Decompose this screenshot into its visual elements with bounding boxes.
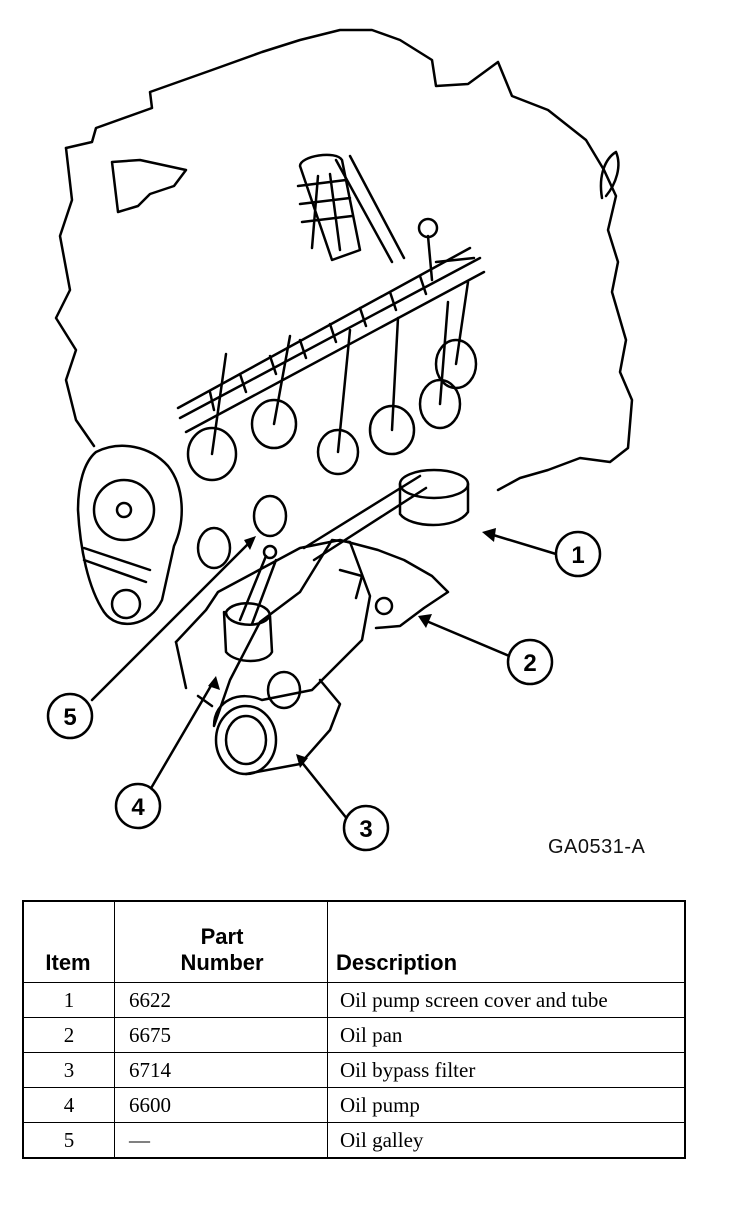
lifter-6 bbox=[434, 338, 478, 390]
cell-item: 3 bbox=[22, 1052, 115, 1088]
table-row: 1 6622 Oil pump screen cover and tube bbox=[22, 982, 686, 1018]
arrowhead-5 bbox=[244, 536, 256, 550]
table-row: 2 6675 Oil pan bbox=[22, 1017, 686, 1053]
cell-description: Oil pump bbox=[327, 1087, 686, 1123]
oil-pan bbox=[174, 538, 450, 644]
cell-item: 1 bbox=[22, 982, 115, 1018]
callout-5: 5 bbox=[63, 704, 76, 731]
callout-circle-2 bbox=[506, 638, 554, 686]
oil-filler-tube bbox=[296, 153, 362, 262]
table-header-row: Item Part Number Description bbox=[22, 900, 686, 983]
callout-2: 2 bbox=[523, 650, 536, 677]
engine-block-outline bbox=[64, 28, 634, 492]
timing-pulley bbox=[92, 478, 156, 542]
callout-1: 1 bbox=[571, 542, 584, 569]
arrowhead-4 bbox=[208, 676, 220, 690]
arrowhead-3 bbox=[296, 754, 308, 768]
cell-item: 5 bbox=[22, 1122, 115, 1159]
callout-circle-5 bbox=[46, 692, 94, 740]
cell-part: 6675 bbox=[114, 1017, 328, 1053]
crank-pulley bbox=[110, 588, 142, 620]
leader-4 bbox=[148, 682, 214, 792]
header-part-line1: Part bbox=[200, 924, 244, 949]
leader-1 bbox=[488, 532, 558, 556]
pickup-top bbox=[398, 468, 470, 500]
valvetrain-rail bbox=[176, 246, 486, 434]
cell-description: Oil pan bbox=[327, 1017, 686, 1053]
lifter-3 bbox=[316, 428, 360, 476]
callout-circle-3 bbox=[342, 804, 390, 852]
cell-part: 6600 bbox=[114, 1087, 328, 1123]
table-row: 4 6600 Oil pump bbox=[22, 1087, 686, 1123]
arrowhead-1 bbox=[482, 528, 496, 542]
cell-item: 2 bbox=[22, 1017, 115, 1053]
arrowhead-2 bbox=[418, 614, 432, 628]
parts-table: Item Part Number Description 1 6622 Oil … bbox=[22, 900, 686, 1159]
table-row: 3 6714 Oil bypass filter bbox=[22, 1052, 686, 1088]
dipstick bbox=[599, 150, 620, 200]
leader-2 bbox=[422, 618, 516, 660]
lifter-2 bbox=[250, 398, 298, 450]
cell-part: 6714 bbox=[114, 1052, 328, 1088]
cell-description: Oil bypass filter bbox=[327, 1052, 686, 1088]
oil-pump-body bbox=[222, 602, 274, 663]
oil-bypass-filter bbox=[212, 538, 372, 728]
cell-description: Oil galley bbox=[327, 1122, 686, 1159]
figure-id: GA0531-A bbox=[548, 836, 646, 858]
callout-circle-1 bbox=[554, 530, 602, 578]
callout-3: 3 bbox=[359, 816, 372, 843]
callout-4: 4 bbox=[131, 794, 145, 821]
engine-block-left bbox=[54, 146, 96, 448]
header-part-line2: Number bbox=[180, 950, 264, 975]
lifter-1 bbox=[186, 426, 238, 482]
engine-block-window bbox=[110, 158, 188, 214]
table-row: 5 — Oil galley bbox=[22, 1122, 686, 1159]
cell-part: — bbox=[114, 1122, 328, 1159]
cell-part: 6622 bbox=[114, 982, 328, 1018]
cell-item: 4 bbox=[22, 1087, 115, 1123]
leader-3 bbox=[298, 758, 350, 822]
timing-pulley-hub bbox=[115, 501, 133, 519]
leader-5 bbox=[90, 540, 252, 702]
header-description: Description bbox=[327, 900, 686, 983]
timing-cover bbox=[76, 444, 183, 626]
lifter-4 bbox=[368, 404, 416, 456]
header-item: Item bbox=[22, 900, 115, 983]
callout-circle-4 bbox=[114, 782, 162, 830]
cell-description: Oil pump screen cover and tube bbox=[327, 982, 686, 1018]
header-part-number: Part Number bbox=[114, 900, 328, 983]
engine-lubrication-diagram: 1 2 3 4 5 bbox=[46, 28, 634, 852]
